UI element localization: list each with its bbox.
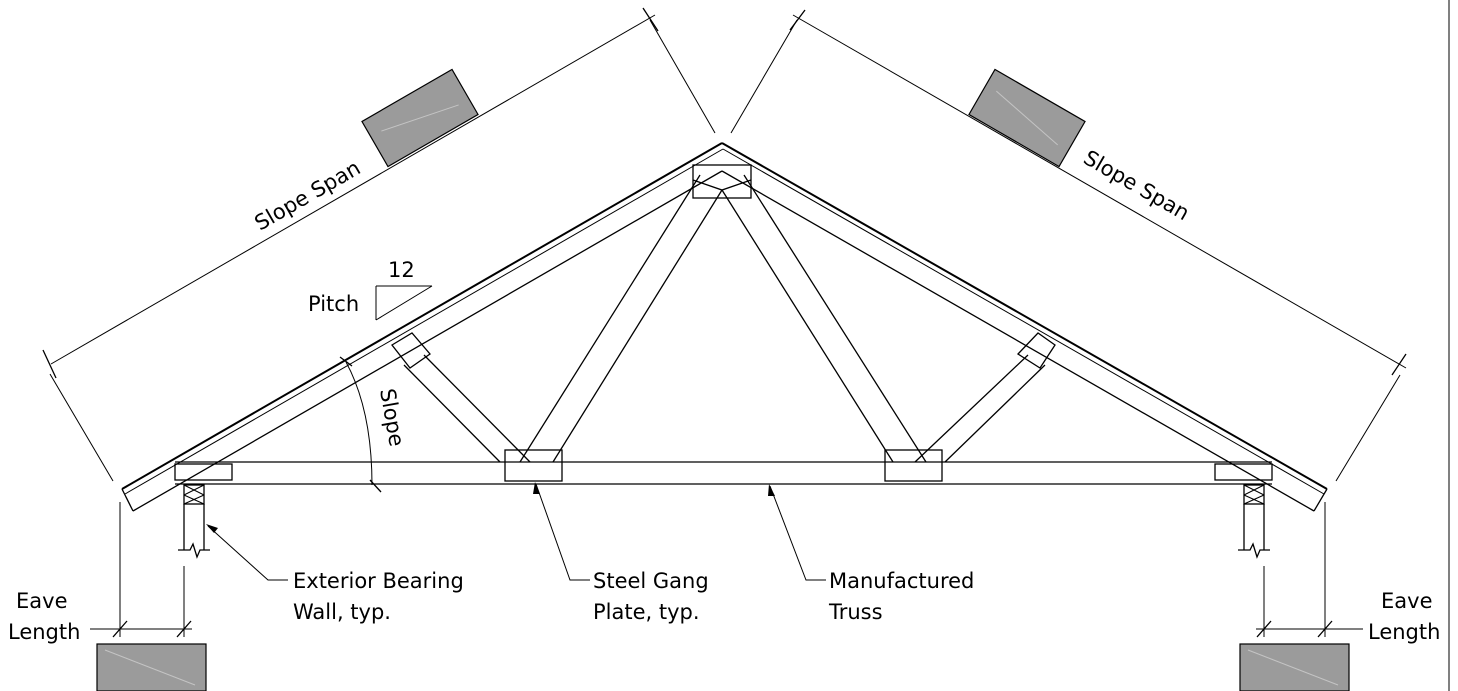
gang-plates (174, 164, 1273, 482)
pitch-label: Pitch (308, 292, 359, 316)
leader-bearing-wall (206, 524, 288, 581)
eave-dimension-left (90, 502, 192, 638)
bottom-chord (175, 461, 1272, 485)
leader-gang-plate (533, 482, 590, 581)
slope-span-dimension-left (42, 7, 716, 482)
truss-label-line1: Manufactured (829, 569, 974, 593)
placeholder-box-bottom-right (1239, 643, 1350, 691)
pitch-triangle (375, 285, 433, 321)
placeholder-box-bottom-left (96, 643, 207, 691)
gang-plate-label-line2: Plate, typ. (593, 600, 700, 624)
leader-manufactured-truss (768, 484, 826, 581)
slope-angle-arc (339, 356, 382, 493)
slope-span-dimension-right (730, 9, 1407, 482)
eave-dimension-right (1256, 502, 1363, 638)
bearing-wall-label-line2: Wall, typ. (293, 600, 391, 624)
eave-label-right-line1: Eave (1381, 589, 1433, 613)
pitch-run-label: 12 (388, 258, 415, 282)
web-members (391, 174, 1056, 463)
placeholder-box-top-right (968, 68, 1086, 168)
truss-label-line2: Truss (828, 600, 883, 624)
bearing-wall-left (178, 484, 210, 559)
placeholder-box-top-left (361, 68, 479, 168)
eave-label-right-line2: Length (1368, 620, 1440, 644)
bearing-wall-right (1238, 484, 1270, 559)
roof-top-chord (121, 142, 1328, 512)
eave-label-left-line1: Eave (16, 589, 68, 613)
slope-label: Slope (375, 387, 409, 449)
gang-plate-label-line1: Steel Gang (593, 569, 709, 593)
bearing-wall-label-line1: Exterior Bearing (293, 569, 464, 593)
eave-label-left-line2: Length (8, 620, 80, 644)
slope-span-label-left: Slope Span (251, 156, 365, 236)
